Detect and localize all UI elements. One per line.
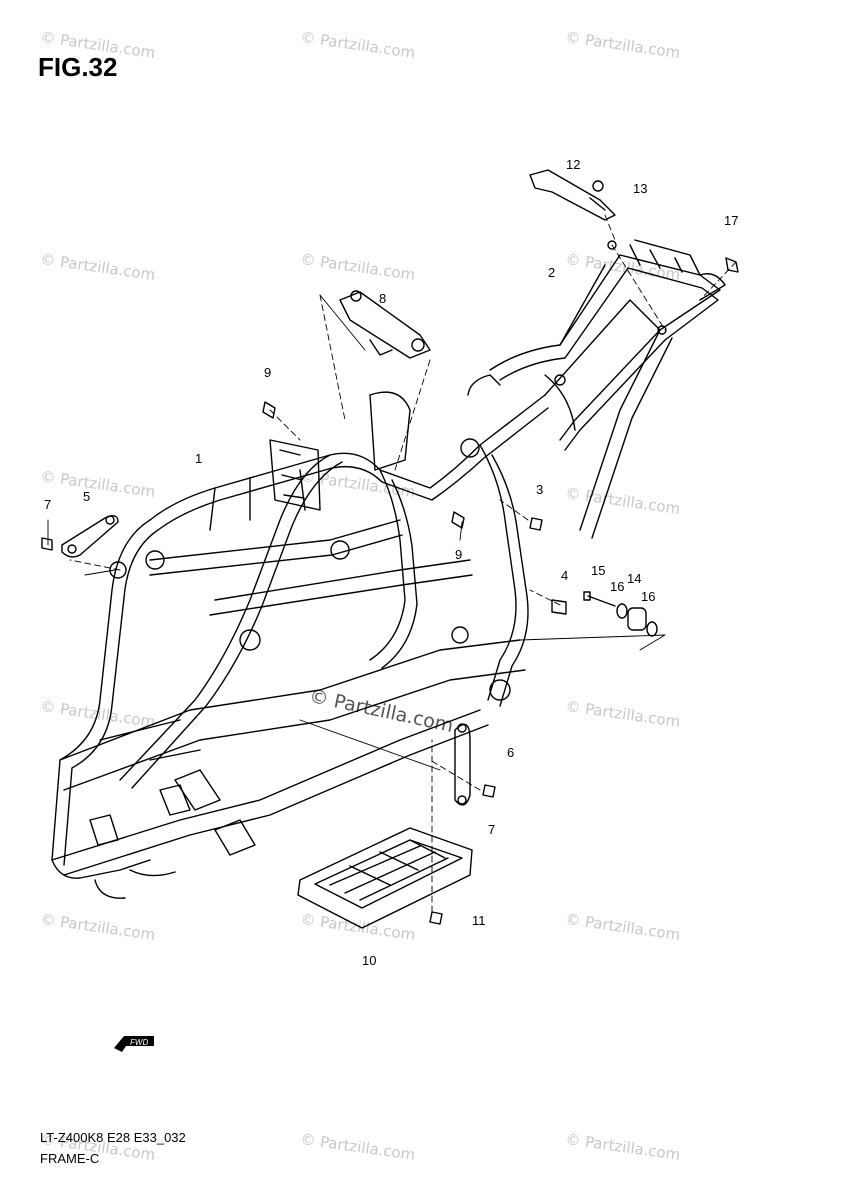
figure-code: LT-Z400K8 E28 E33_032	[40, 1130, 186, 1145]
callout-13: 13	[633, 181, 648, 196]
callout-11: 11	[472, 913, 486, 928]
bracket-5	[61, 515, 119, 558]
callout-15: 15	[591, 563, 606, 578]
callout-17: 17	[724, 213, 739, 228]
main-frame	[51, 391, 549, 899]
forward-label: FWD	[130, 1038, 148, 1047]
callout-8: 8	[379, 291, 387, 306]
callout-4: 4	[561, 568, 569, 583]
callout-7-left: 7	[44, 497, 52, 512]
callout-7-bottom: 7	[488, 822, 496, 837]
bracket-6	[454, 723, 471, 806]
callout-2: 2	[548, 265, 556, 280]
callout-9-right: 9	[455, 547, 463, 562]
callout-14: 14	[627, 571, 642, 586]
callout-10: 10	[362, 953, 377, 968]
callout-6: 6	[507, 745, 515, 760]
fasteners	[41, 180, 739, 925]
callout-16-right: 16	[641, 589, 656, 604]
leader-lines	[47, 214, 737, 913]
bracket-12	[529, 169, 616, 221]
figure-name: FRAME-C	[40, 1151, 100, 1166]
callout-16-left: 16	[610, 579, 625, 594]
bracket-8	[339, 290, 431, 359]
forward-arrow-icon: FWD	[114, 1036, 154, 1052]
callout-5: 5	[83, 489, 91, 504]
callout-1: 1	[195, 451, 203, 466]
callout-12: 12	[566, 157, 581, 172]
rear-subframe	[467, 239, 726, 539]
callout-3: 3	[536, 482, 544, 497]
figure-title: FIG.32	[38, 52, 118, 82]
callout-9-left: 9	[264, 365, 272, 380]
footrest-10	[297, 827, 473, 929]
